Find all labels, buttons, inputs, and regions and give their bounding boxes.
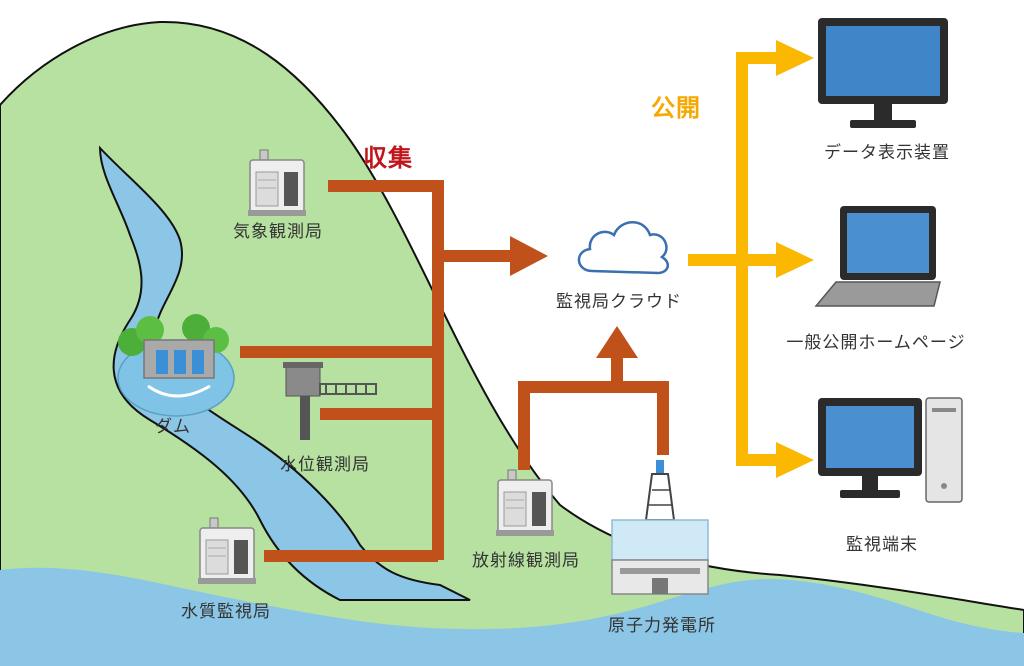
station-box-icon	[198, 517, 256, 584]
river	[98, 145, 471, 601]
dam-label: ダム	[155, 417, 191, 437]
sea	[0, 567, 1024, 666]
public-homepage-label: 一般公開ホームページ	[786, 333, 966, 353]
monitor-terminal-label: 監視端末	[846, 535, 918, 555]
nuclear-plant-label: 原子力発電所	[608, 616, 716, 636]
cloud-label: 監視局クラウド	[556, 292, 682, 312]
collect-line-weather	[328, 180, 444, 560]
water-gauge-icon	[283, 362, 377, 440]
collect-arrowhead-right	[510, 236, 548, 276]
collect-header: 収集	[363, 144, 413, 172]
publish-arrowhead-mid	[776, 242, 814, 278]
collect-line-radiation-plant	[518, 381, 669, 470]
weather-station-label: 気象観測局	[233, 222, 323, 242]
power-plant-icon	[611, 460, 709, 595]
publish-header: 公開	[651, 94, 701, 122]
display-device-label: データ表示装置	[824, 143, 950, 163]
laptop-icon	[814, 206, 941, 307]
collect-arrows	[240, 180, 669, 562]
monitor-icon	[818, 18, 948, 128]
publish-arrowhead-bottom	[776, 442, 814, 478]
station-box-icon	[248, 149, 306, 216]
water-level-station-label: 水位観測局	[280, 455, 370, 475]
collect-arrowhead-up	[596, 326, 638, 358]
desktop-pc-icon	[818, 397, 963, 503]
cloud-icon	[577, 221, 670, 275]
radiation-station-label: 放射線観測局	[472, 551, 580, 571]
station-box-icon	[496, 469, 554, 536]
publish-arrows	[688, 52, 778, 466]
dam-icon	[117, 314, 235, 417]
water-quality-station-label: 水質監視局	[181, 602, 271, 622]
publish-arrowhead-top	[776, 40, 814, 76]
